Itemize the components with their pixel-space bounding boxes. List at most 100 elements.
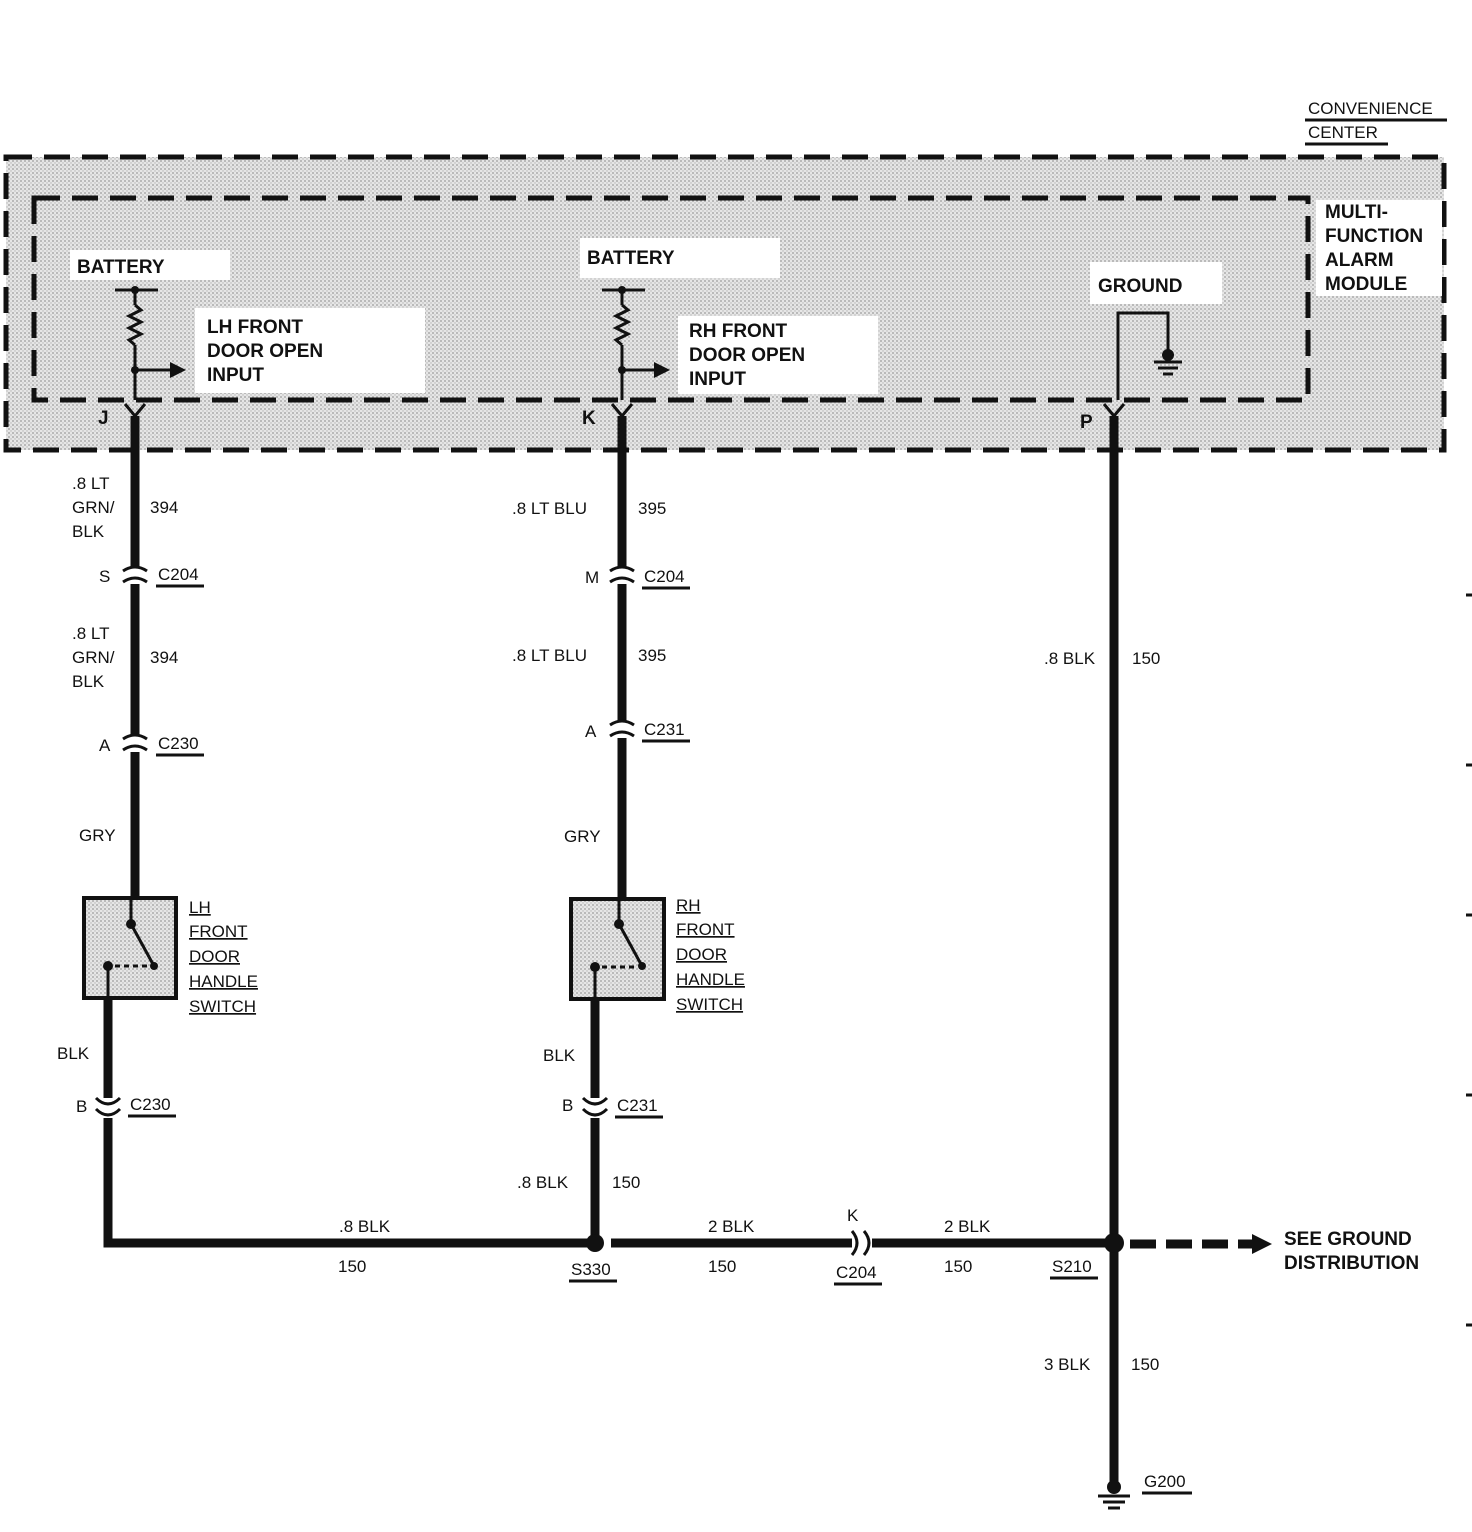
arrow-head-icon: [654, 362, 670, 378]
label-bg: [1316, 200, 1442, 296]
ground-distribution-arrow-icon: [1252, 1234, 1272, 1254]
splice-left-label: S330: [571, 1260, 611, 1279]
wire-color-left-2c: BLK: [72, 672, 105, 691]
convenience-center-label-1: CONVENIENCE: [1308, 99, 1433, 118]
connector-icon: [94, 1096, 122, 1117]
wire-circuit-left-2: 394: [150, 648, 178, 667]
conn-pin-left-2: A: [99, 736, 111, 755]
ground-wire-right: BLK: [543, 1046, 576, 1065]
wire-color-left-1a: .8 LT: [72, 474, 109, 493]
wire-color-right-1: .8 LT BLU: [512, 499, 587, 518]
label-bg: [195, 308, 425, 393]
wire-color-left-2b: GRN/: [72, 648, 115, 667]
arrow-head-icon: [170, 362, 186, 378]
lh-input-label-1: LH FRONT: [207, 317, 303, 338]
module-label-2: FUNCTION: [1325, 226, 1423, 247]
label-bg: [678, 316, 878, 394]
see-ground-label-1: SEE GROUND: [1284, 1229, 1412, 1250]
resistor-right: [612, 303, 632, 347]
rh-input-label-3: INPUT: [689, 369, 746, 390]
lh-input-label-3: INPUT: [207, 365, 264, 386]
ground-symbol-icon: [1098, 1494, 1130, 1510]
connector-icon: [609, 719, 635, 738]
wire-circuit-right-2: 395: [638, 646, 666, 665]
ground-wire-color: .8 BLK: [1044, 649, 1096, 668]
module-label-3: ALARM: [1325, 250, 1394, 271]
connector-icon: [122, 565, 148, 584]
module-label-4: MODULE: [1325, 274, 1407, 295]
switch-label-left-1: LH: [189, 898, 211, 917]
connector-icon: [581, 1096, 609, 1117]
lh-input-label-2: DOOR OPEN: [207, 341, 323, 362]
wire-150-bottom-left: [103, 1118, 595, 1248]
wire-color-left-2a: .8 LT: [72, 624, 109, 643]
pin-p: P: [1080, 412, 1093, 433]
mid-wire1-color: 2 BLK: [708, 1217, 755, 1236]
ground-wire-circuit: 150: [1132, 649, 1160, 668]
lh-door-handle-switch: [82, 896, 178, 1000]
drop-wire-circuit: 150: [1131, 1355, 1159, 1374]
module-label-1: MULTI-: [1325, 202, 1388, 223]
label-bg: [580, 238, 780, 278]
drop-wire-color: 3 BLK: [1044, 1355, 1091, 1374]
node: [1107, 1480, 1121, 1494]
switch-label-left-4: HANDLE: [189, 972, 258, 991]
node: [1162, 349, 1174, 361]
wire-color-left-1b: GRN/: [72, 498, 115, 517]
ground-point-label: G200: [1144, 1472, 1186, 1491]
switch-label-left-3: DOOR: [189, 947, 240, 966]
switch-label-left-5: SWITCH: [189, 997, 256, 1016]
label-bg: [70, 250, 230, 280]
switch-label-right-5: SWITCH: [676, 995, 743, 1014]
conn-name-right-2: C231: [644, 720, 685, 739]
conn-pin-right-1: M: [585, 568, 599, 587]
convenience-center-box: [3, 154, 1447, 453]
edge-marks: [1466, 593, 1472, 1327]
see-ground-label-2: DISTRIBUTION: [1284, 1253, 1419, 1274]
splice-s330: [586, 1234, 604, 1252]
ground-symbol-icon: [1154, 360, 1182, 376]
switch-label-left-2: FRONT: [189, 922, 248, 941]
inline-connector-icon: [850, 1230, 871, 1256]
conn-name-right-1: C204: [644, 567, 685, 586]
conn-name-left-1: C204: [158, 565, 199, 584]
wire-circuit-right-1: 395: [638, 499, 666, 518]
resistor-left: [125, 303, 145, 347]
switch-label-right-3: DOOR: [676, 945, 727, 964]
switch-label-right-2: FRONT: [676, 920, 735, 939]
conn-pin-left-1: S: [99, 567, 110, 586]
mid-wire1-circuit: 150: [708, 1257, 736, 1276]
label-bg: [1090, 262, 1222, 304]
switch-label-right-4: HANDLE: [676, 970, 745, 989]
rh-input-label-1: RH FRONT: [689, 321, 788, 342]
mid-wire2-circuit: 150: [944, 1257, 972, 1276]
connector-icon: [609, 565, 635, 584]
splice-right-label: S210: [1052, 1257, 1092, 1276]
wire-circuit-right-3: 150: [612, 1173, 640, 1192]
conn-name-left-3: C230: [130, 1095, 171, 1114]
conn-pin-right-2: A: [585, 722, 597, 741]
rh-input-label-2: DOOR OPEN: [689, 345, 805, 366]
inline-conn-name: C204: [836, 1263, 877, 1282]
conn-pin-left-3: B: [76, 1097, 87, 1116]
wire-color-right-3: .8 BLK: [517, 1173, 569, 1192]
battery-label-left: BATTERY: [77, 257, 165, 278]
switch-wire-right: GRY: [564, 827, 601, 846]
pin-j: J: [98, 408, 109, 429]
splice-s210: [1104, 1233, 1124, 1253]
wire-internal-ground: [1116, 311, 1170, 400]
bottom-wire-left-color: .8 BLK: [339, 1217, 391, 1236]
wire-color-left-1c: BLK: [72, 522, 105, 541]
alarm-module-box: [31, 195, 1311, 403]
conn-name-right-3: C231: [617, 1096, 658, 1115]
ground-label: GROUND: [1098, 276, 1182, 297]
battery-label-right: BATTERY: [587, 248, 675, 269]
ground-wire-left: BLK: [57, 1044, 90, 1063]
switch-label-right-1: RH: [676, 896, 701, 915]
connector-icon: [122, 733, 148, 752]
conn-name-left-2: C230: [158, 734, 199, 753]
pin-k: K: [582, 408, 596, 429]
wire-color-right-2: .8 LT BLU: [512, 646, 587, 665]
inline-conn-pin: K: [847, 1206, 859, 1225]
